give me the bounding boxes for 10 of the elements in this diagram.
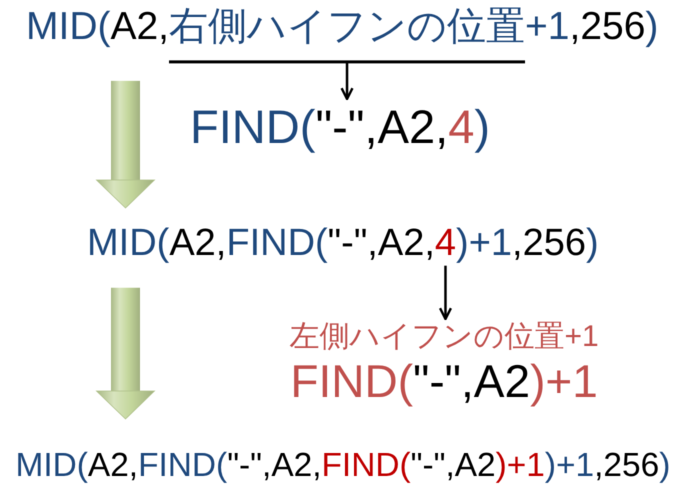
formula-text: MID(A2,FIND("-",A2,FIND("-",A2)+1)+1,256) — [16, 447, 670, 486]
block-arrow — [96, 80, 155, 208]
formula-text: FIND("-",A2,4) — [190, 100, 490, 154]
annotation-text: 左側ハイフンの位置+1 — [290, 320, 599, 354]
formula-text: FIND("-",A2)+1 — [290, 354, 598, 408]
formula-text: MID(A2,FIND("-",A2,4)+1,256) — [87, 222, 599, 266]
block-arrow — [96, 288, 155, 420]
formula-text: MID(A2,右側ハイフンの位置+1,256) — [26, 5, 658, 50]
arrow — [340, 62, 354, 100]
arrow — [438, 266, 452, 320]
